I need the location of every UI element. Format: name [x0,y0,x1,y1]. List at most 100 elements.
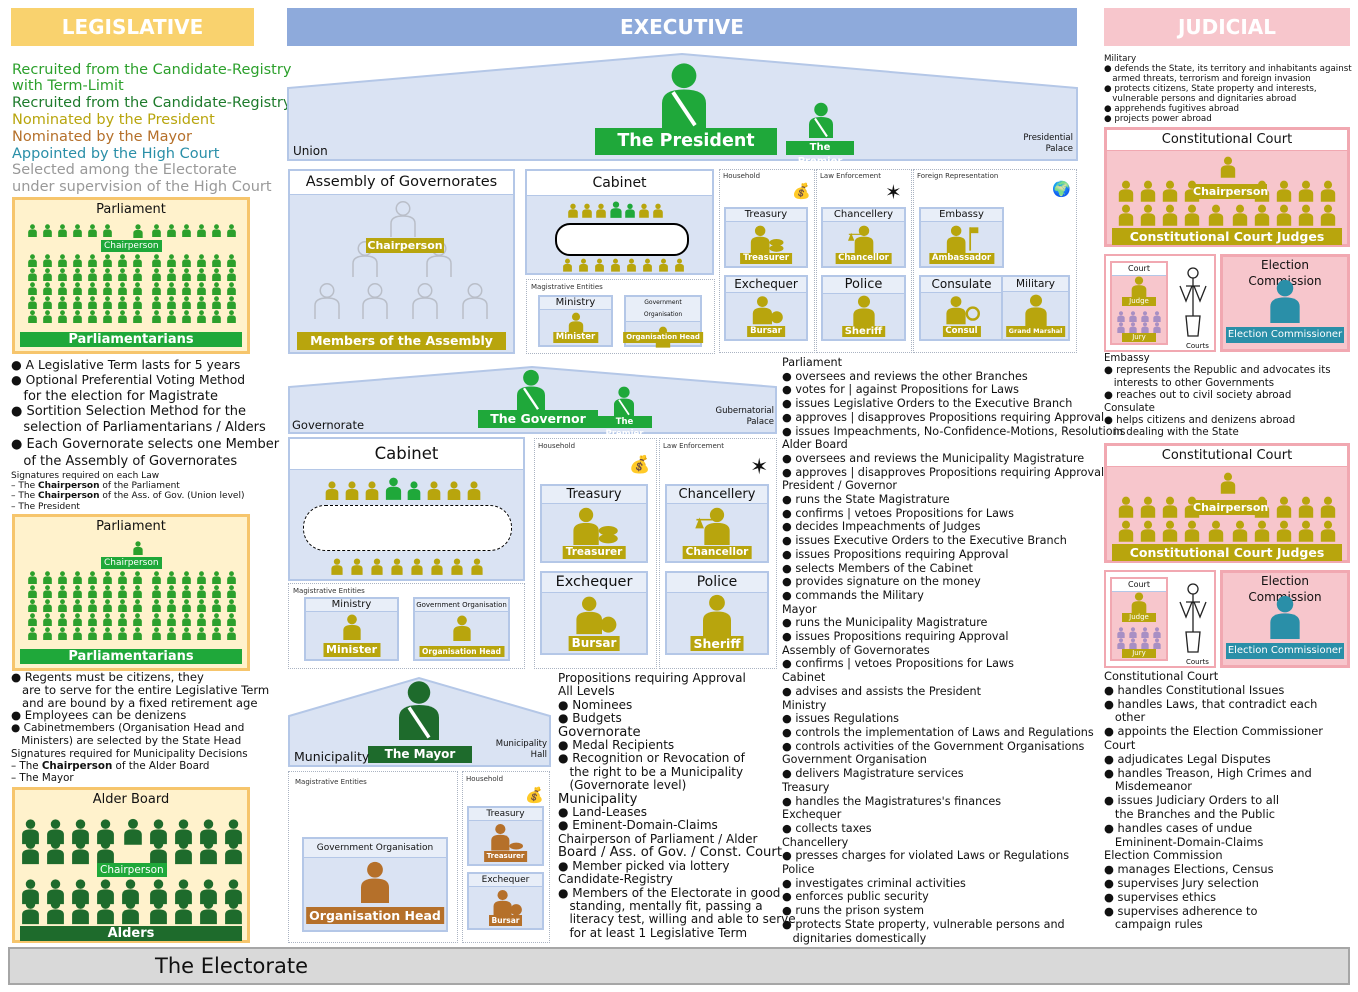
star-badge-icon: ✶ [885,180,902,204]
note-line: ● Members of the Electorate in good [558,885,781,900]
cabinet-ministers-icon [331,558,483,575]
note-line: ● votes for | against Propositions for L… [782,383,1019,397]
note-line: ● oversees and reviews the Municipality … [782,451,1085,465]
ambassador-icon [946,225,978,253]
court-1: Court Judge Jury Courts [1104,254,1216,352]
dept-title: Treasury [469,808,542,821]
ministry-box: Ministry Minister [538,295,613,347]
money-bag-icon: 💰 [525,786,544,804]
legend-item: Recruited from the Candidate-Registry [12,95,292,111]
org-head-icon [451,615,473,641]
municipality-label: Municipality [294,749,370,764]
note-line: ● commands the Military [782,588,924,602]
note-line: Emininent-Domain-Claims [1104,834,1264,849]
note-line: Treasury [782,780,830,794]
dept-officer: Sheriff [690,636,744,651]
justice-statue-icon [1179,583,1207,653]
note-line: ● issues Regulations [782,712,900,726]
legend-item: Recruited from the Candidate-Registry [12,62,292,78]
constitutional-court-1: Constitutional Court Chairperson Constit… [1104,127,1350,247]
palace-line: Gubernatorial [715,406,775,416]
court-title: Court [1112,579,1166,592]
mag-label: Magistrative Entities [531,283,603,291]
mayor-icon [394,680,444,740]
dept-title: Exchequer [469,874,542,887]
cc-judges-label: Constitutional Court Judges [1112,228,1342,245]
note-line: Mayor [782,602,817,616]
election-commission-1: Election Commission Election Commissione… [1220,254,1350,352]
bursar-icon [576,596,617,635]
note-line: ● manages Elections, Census [1104,862,1274,877]
dept-title: Exchequer [726,277,806,293]
minister-label: Minister [552,332,599,343]
note-line: ● projects power abroad [1104,114,1212,124]
note-line: Election Commission [1104,848,1223,863]
dept-title: Consulate [921,277,1002,293]
note-line: Propositions requiring Approval [558,671,746,685]
dept-title: Chancellery [667,486,767,504]
note-line: campaign rules [1104,917,1203,932]
dept-title: Military [1003,277,1068,292]
dept-group-label: Household [466,775,504,783]
dept-group-label: Law Enforcement [820,172,881,180]
judicial-header: JUDICIAL [1104,8,1350,46]
dept-title: Chancellery [823,209,904,222]
note-line: ● apprehends fugitives abroad [1104,104,1240,114]
note-line: of the Assembly of Governorates [11,453,238,469]
jury-label: Jury [1122,333,1156,342]
magistrative-entities-governorate: Magistrative Entities Ministry Minister … [288,583,525,669]
legend-item: under supervision of the High Court [12,179,272,195]
legislative-header-label: LEGISLATIVE [61,15,204,39]
court-title: Court [1112,263,1166,276]
judge-label: Judge [1122,297,1156,306]
cabinet-members-icon [568,201,663,218]
note-line: ● supervises adherence to [1104,903,1258,918]
parliament-union: Parliament Chairperson Parliamentarians [12,197,250,354]
note-line: Cabinet [782,671,826,685]
sig-line: – The Chairperson of the Ass. of Gov. (U… [11,491,245,502]
dept-officer: Treasurer [483,851,528,862]
dept-group-label: Household [723,172,761,180]
sig-line: – The Mayor [11,771,74,784]
cabinet-governorate: Cabinet [288,437,525,581]
parliamentarians-label: Parliamentarians [20,649,242,664]
courts-notes: Constitutional Court● handles Constituti… [1104,669,1350,932]
note-line: ● Regents must be citizens, they [11,670,204,684]
dept-title: Exchequer [542,573,646,593]
dept-officer: Bursar [747,326,785,337]
dept-group-label: Law Enforcement [663,442,724,450]
note-line: ● issues Propositions requiring Approval [782,547,1009,561]
note-line: Candidate-Registry [558,872,673,887]
note-line: ● A Legislative Term lasts for 5 years [11,358,241,372]
note-line: ● represents the Republic and advocates … [1104,365,1331,377]
executive-notes: Parliament● oversees and reviews the oth… [782,356,1125,945]
note-line: Constitutional Court [1104,669,1219,683]
mayor-label: The Mayor [368,746,472,763]
gov-org-title: Government Organisation [415,599,508,612]
note-line: ● protects citizens, State property and … [1104,84,1317,94]
note-line: Military [1104,54,1137,64]
note-line: Assembly of Governorates [782,643,930,657]
jury-icon [1117,627,1161,649]
grand-marshal-icon [1022,294,1050,326]
note-line: dignitaries domestically [782,931,927,945]
hall-line: Municipality [495,739,547,749]
org-head-label: Organisation Head [306,907,444,924]
note-line: ● adjudicates Legal Disputes [1104,751,1271,766]
note-line: ● issues Executive Orders to the Executi… [782,534,1067,548]
note-line: ● handles Laws, that contradict each [1104,696,1318,711]
note-line: Ministers) are selected by the State Hea… [11,735,242,748]
parliament-chairperson: Chairperson [101,557,162,569]
note-line: ● Budgets [558,711,622,726]
legislative-header: LEGISLATIVE [11,8,254,46]
note-line: ● collects taxes [782,821,872,835]
dept-officer: Ambassador [928,253,995,264]
chancellor-icon [695,507,730,545]
election-commissioner-icon [1265,279,1305,323]
magistrative-entities-union: Magistrative Entities Ministry Minister … [526,279,715,354]
gov-org-box: Government Organisation Organisation Hea… [302,837,448,932]
